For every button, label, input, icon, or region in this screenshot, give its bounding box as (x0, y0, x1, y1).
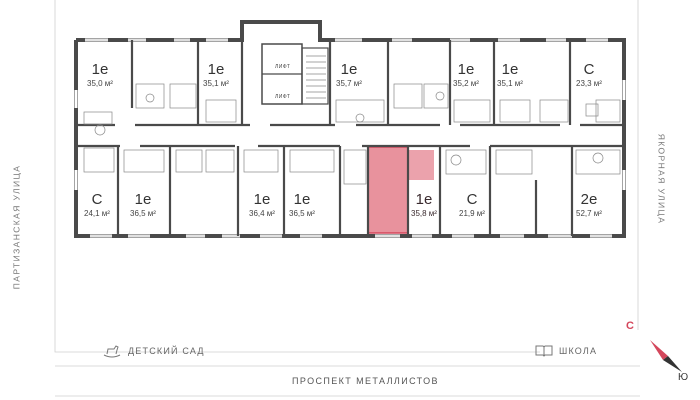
compass-icon (650, 340, 682, 372)
street-right-label: ЯКОРНАЯ УЛИЦА (656, 133, 667, 225)
apartment-area: 35,1 м² (203, 79, 229, 88)
apartment-area: 52,7 м² (576, 209, 602, 218)
apartment-type: С (466, 191, 478, 208)
lift-label: ЛИФТ (275, 94, 291, 100)
site-boundary (54, 0, 640, 397)
school-poi: ШКОЛА (535, 344, 597, 357)
apartment-type: 1e (293, 191, 311, 208)
compass-north-label: С (626, 320, 634, 332)
apartment-area: 21,9 м² (459, 209, 485, 218)
bathroom-fixtures (83, 55, 621, 185)
kindergarten-label: ДЕТСКИЙ САД (128, 346, 205, 356)
apartment-area: 36,5 м² (289, 209, 315, 218)
compass-south-label: Ю (678, 372, 689, 383)
apartment-area: 35,7 м² (336, 79, 362, 88)
apartment-type: 2e (580, 191, 598, 208)
apartment-type: С (583, 61, 595, 78)
apartment-area: 36,4 м² (249, 209, 275, 218)
apartment-area: 36,5 м² (130, 209, 156, 218)
window-glazing (85, 39, 612, 237)
apartment-area: 35,0 м² (87, 79, 113, 88)
apartment-type: 1e (91, 61, 109, 78)
school-label: ШКОЛА (559, 345, 598, 356)
apartment-type: 1e (501, 61, 519, 78)
apartment-type: 1e (415, 191, 433, 208)
apartment-area: 35,2 м² (453, 79, 479, 88)
selected-apartment-highlight[interactable] (367, 146, 409, 234)
apartment-type: 1e (253, 191, 271, 208)
book-icon (535, 345, 553, 357)
apartment-type: 1e (340, 61, 358, 78)
apartment-type: С (91, 191, 103, 208)
exterior-walls (74, 20, 626, 238)
interior-walls (76, 40, 624, 236)
apartment-area: 35,1 м² (497, 79, 523, 88)
street-bottom-label: ПРОСПЕКТ МЕТАЛЛИСТОВ (292, 376, 439, 386)
selected-apartment-highlight-room (408, 150, 434, 180)
apartment-type: 1e (457, 61, 475, 78)
apartment-type: 1e (134, 191, 152, 208)
apartment-type: 1e (207, 61, 225, 78)
apartment-area: 24,1 м² (84, 209, 110, 218)
lift-label: ЛИФТ (275, 64, 291, 70)
street-left-label: ПАРТИЗАНСКАЯ УЛИЦА (11, 164, 22, 290)
apartment-area: 23,3 м² (576, 79, 602, 88)
apartment-area: 35,8 м² (411, 209, 437, 218)
kindergarten-poi: ДЕТСКИЙ САД (102, 344, 205, 358)
rocking-horse-icon (103, 345, 121, 358)
